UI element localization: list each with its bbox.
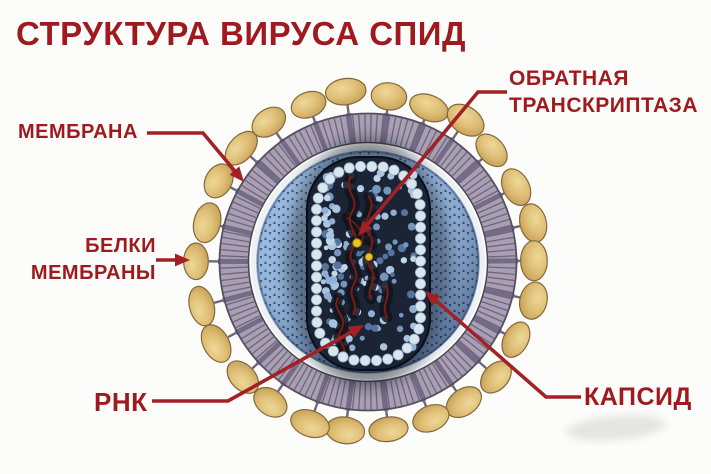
callout-arrows <box>147 90 581 403</box>
reverse-transcriptase-callout-arrow <box>358 90 507 236</box>
label-membrane-proteins-line1: БЕЛКИ <box>85 235 156 257</box>
paper-shadow <box>566 415 666 441</box>
capsid-callout-arrow <box>425 291 581 399</box>
rna-callout-arrow <box>152 325 364 403</box>
envelope-proteins-ring <box>183 77 548 445</box>
reverse-transcriptase-dots <box>352 238 374 262</box>
page-title: СТРУКТУРА ВИРУСА СПИД <box>16 15 466 52</box>
label-membrane-proteins: БЕЛКИ МЕМБРАНЫ <box>6 233 156 287</box>
membrane-callout-arrow <box>147 131 244 182</box>
label-membrane-proteins-line2: МЕМБРАНЫ <box>30 262 156 284</box>
label-capsid: КАПСИД <box>584 383 692 411</box>
label-reverse-transcriptase: ОБРАТНАЯ ТРАНСКРИПТАЗА <box>509 65 698 119</box>
label-rna: РНК <box>94 387 148 417</box>
label-reverse-transcriptase-line2: ТРАНСКРИПТАЗА <box>509 94 698 117</box>
label-reverse-transcriptase-line1: ОБРАТНАЯ <box>509 67 629 90</box>
membrane-proteins-callout-arrow <box>156 253 190 267</box>
label-membrane: МЕМБРАНА <box>18 121 138 143</box>
capsid-wall-dots <box>310 160 426 366</box>
